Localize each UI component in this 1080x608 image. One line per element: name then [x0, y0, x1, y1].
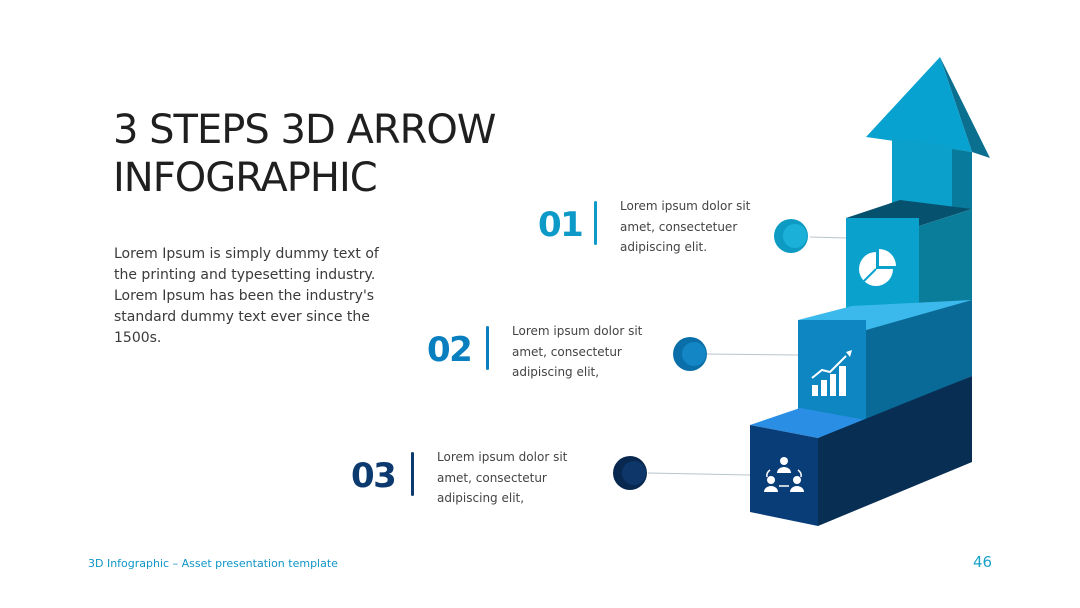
step-divider-02 — [486, 326, 489, 370]
growth-chart-icon — [811, 350, 852, 396]
step-text-03: Lorem ipsum dolor sit amet, consectetur … — [437, 450, 568, 505]
step-divider-01 — [594, 201, 597, 245]
marker-circle-03 — [613, 456, 647, 490]
connector-line-02 — [705, 353, 799, 356]
marker-circle-01 — [774, 219, 808, 253]
title-line-2: INFOGRAPHIC — [113, 155, 378, 201]
team-network-icon — [764, 457, 804, 492]
step-02-side — [866, 300, 972, 420]
arrow-shaft-front — [892, 138, 952, 212]
footer-caption: 3D Infographic – Asset presentation temp… — [88, 557, 338, 570]
arrow-head-front — [866, 57, 972, 152]
step-03-side — [818, 376, 972, 526]
step-01-side — [919, 209, 972, 318]
step-number-03: 03 — [351, 456, 397, 496]
step-number-01: 01 — [538, 205, 584, 245]
intro-paragraph: Lorem Ipsum is simply dummy text of the … — [114, 246, 379, 346]
connector-line-03 — [647, 472, 751, 476]
step-text-02: Lorem ipsum dolor sit amet, consectetur … — [512, 324, 643, 379]
title-line-1: 3 STEPS 3D ARROW — [113, 107, 496, 153]
connector-line-01 — [809, 236, 847, 239]
arrow-head-side — [940, 57, 990, 158]
step-divider-03 — [411, 452, 414, 496]
marker-circle-02 — [673, 337, 707, 371]
step-03-front — [750, 425, 818, 526]
arrow-shaft-side — [952, 149, 972, 212]
step-number-02: 02 — [427, 330, 473, 370]
step-01-front — [846, 218, 919, 318]
page-number: 46 — [973, 553, 993, 571]
pie-chart-icon — [859, 249, 896, 286]
step-text-01: Lorem ipsum dolor sit amet, consectetuer… — [620, 199, 751, 254]
slide-title: 3 STEPS 3D ARROW INFOGRAPHIC — [113, 106, 496, 202]
